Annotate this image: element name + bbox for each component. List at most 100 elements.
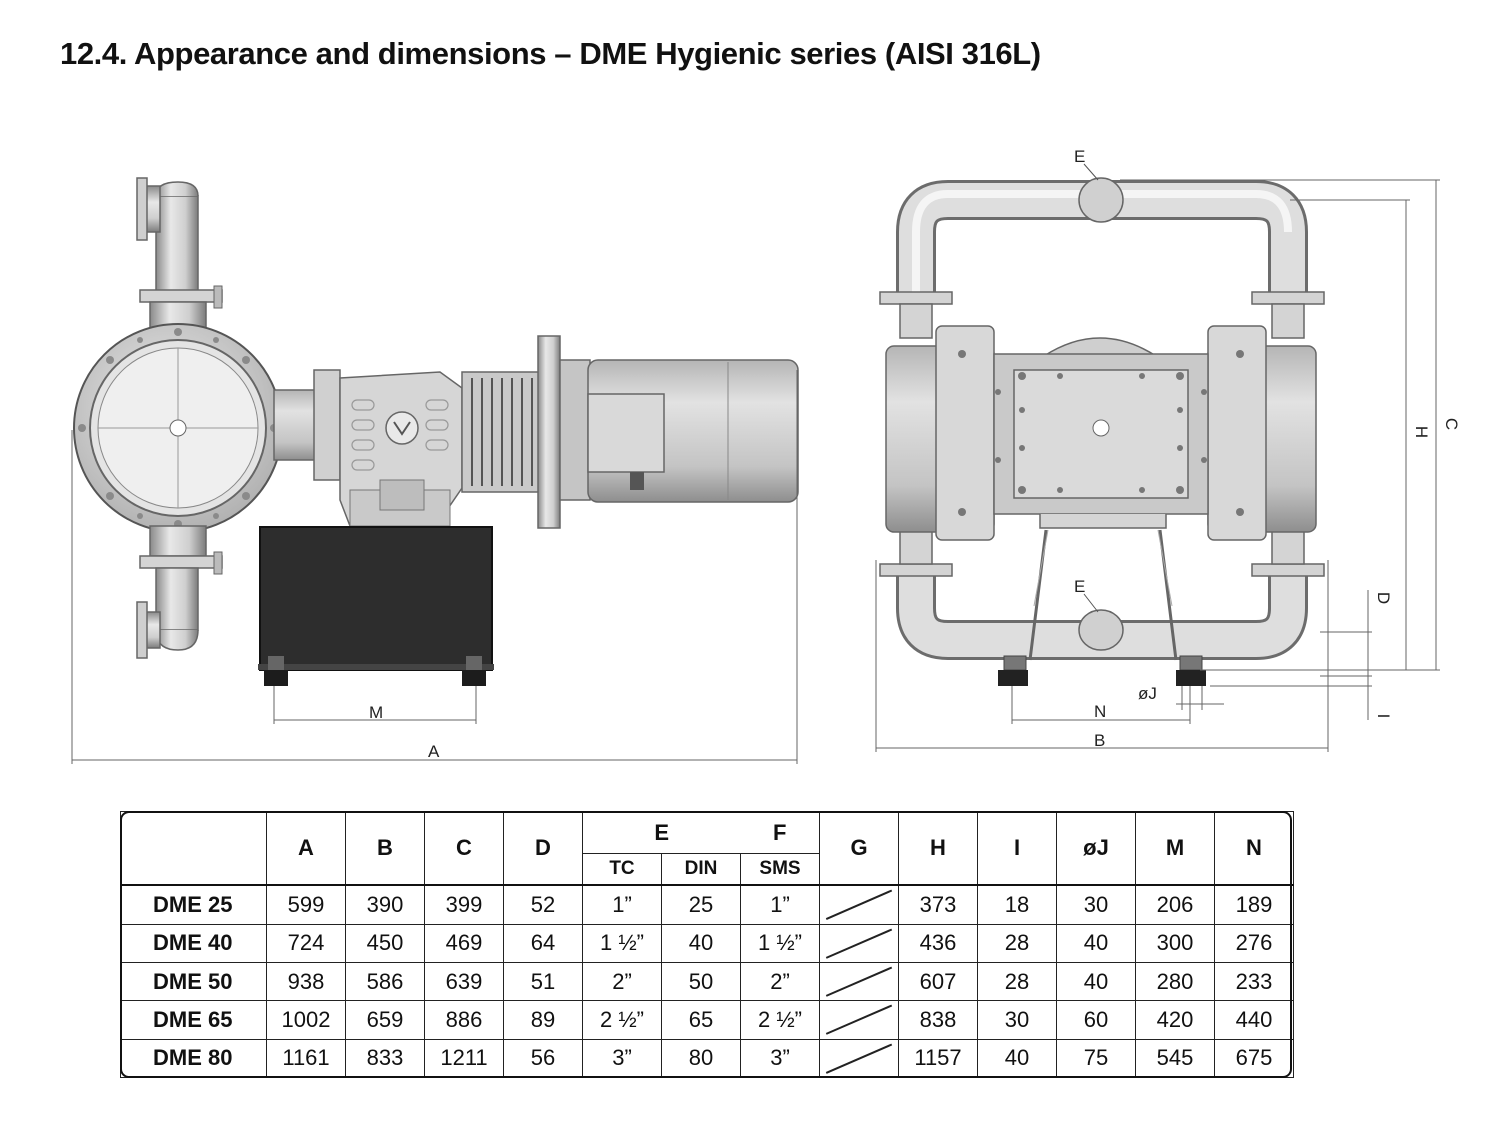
subheader-din: DIN — [661, 853, 741, 886]
cell-d: 52 — [503, 884, 583, 925]
model-cell: DME 80 — [120, 1038, 267, 1079]
model-cell: DME 65 — [120, 1000, 267, 1040]
cell-g-na — [819, 1038, 899, 1079]
model-cell: DME 25 — [120, 884, 267, 925]
cell-din: 50 — [661, 961, 741, 1002]
dimension-label-j: øJ — [1138, 684, 1157, 703]
dimension-label-e-bottom: E — [1074, 577, 1085, 596]
header-c: C — [424, 811, 504, 886]
cell-m: 280 — [1135, 961, 1215, 1002]
dimension-label-m: M — [369, 703, 383, 722]
cell-tc: 2 ½” — [582, 1000, 662, 1040]
cell-g-na — [819, 923, 899, 963]
cell-sms: 3” — [740, 1038, 820, 1079]
subheader-tc: TC — [582, 853, 662, 886]
cell-j: 40 — [1056, 923, 1136, 963]
model-cell: DME 50 — [120, 961, 267, 1002]
dimension-label-c: C — [1442, 418, 1461, 430]
cell-c: 886 — [424, 1000, 504, 1040]
cell-tc: 1 ½” — [582, 923, 662, 963]
cell-d: 51 — [503, 961, 583, 1002]
cell-c: 639 — [424, 961, 504, 1002]
cell-tc: 3” — [582, 1038, 662, 1079]
cell-a: 1161 — [266, 1038, 346, 1079]
cell-b: 659 — [345, 1000, 425, 1040]
cell-din: 65 — [661, 1000, 741, 1040]
table-row: DME 25 599 390 399 52 1” 25 1” 373 18 30… — [120, 884, 1294, 925]
cell-j: 60 — [1056, 1000, 1136, 1040]
cell-m: 545 — [1135, 1038, 1215, 1079]
table-row: DME 50 938 586 639 51 2” 50 2” 607 28 40… — [120, 961, 1294, 1002]
cell-c: 399 — [424, 884, 504, 925]
table-row: DME 80 1161 833 1211 56 3” 80 3” 1157 40… — [120, 1038, 1294, 1079]
cell-i: 30 — [977, 1000, 1057, 1040]
header-h: H — [898, 811, 978, 886]
cell-din: 80 — [661, 1038, 741, 1079]
cell-i: 28 — [977, 961, 1057, 1002]
header-f: F — [740, 811, 820, 854]
front-view: E E N øJ B H — [875, 147, 1461, 752]
header-n: N — [1214, 811, 1294, 886]
cell-d: 56 — [503, 1038, 583, 1079]
cell-b: 450 — [345, 923, 425, 963]
cell-n: 675 — [1214, 1038, 1294, 1079]
cell-g-na — [819, 961, 899, 1002]
cell-b: 833 — [345, 1038, 425, 1079]
cell-sms: 2” — [740, 961, 820, 1002]
cell-j: 40 — [1056, 961, 1136, 1002]
header-d: D — [503, 811, 583, 886]
cell-tc: 1” — [582, 884, 662, 925]
cell-g-na — [819, 1000, 899, 1040]
dimension-label-d: D — [1374, 592, 1393, 604]
cell-h: 607 — [898, 961, 978, 1002]
cell-c: 469 — [424, 923, 504, 963]
cell-d: 89 — [503, 1000, 583, 1040]
pump-dimension-drawing: M A — [71, 147, 1461, 764]
cell-m: 420 — [1135, 1000, 1215, 1040]
cell-h: 436 — [898, 923, 978, 963]
dimension-label-a: A — [428, 742, 440, 761]
cell-i: 28 — [977, 923, 1057, 963]
cell-c: 1211 — [424, 1038, 504, 1079]
cell-sms: 1” — [740, 884, 820, 925]
header-e: E — [582, 811, 741, 854]
cell-j: 75 — [1056, 1038, 1136, 1079]
cell-m: 206 — [1135, 884, 1215, 925]
cell-h: 373 — [898, 884, 978, 925]
page-title: 12.4. Appearance and dimensions – DME Hy… — [60, 36, 1041, 71]
model-cell: DME 40 — [120, 923, 267, 963]
header-g: G — [819, 811, 899, 886]
header-m: M — [1135, 811, 1215, 886]
cell-a: 724 — [266, 923, 346, 963]
header-i: I — [977, 811, 1057, 886]
cell-din: 40 — [661, 923, 741, 963]
cell-n: 440 — [1214, 1000, 1294, 1040]
cell-h: 838 — [898, 1000, 978, 1040]
cell-i: 18 — [977, 884, 1057, 925]
cell-b: 586 — [345, 961, 425, 1002]
table-row: DME 65 1002 659 886 89 2 ½” 65 2 ½” 838 … — [120, 1000, 1294, 1040]
cell-m: 300 — [1135, 923, 1215, 963]
side-view: M A — [71, 177, 799, 764]
cell-b: 390 — [345, 884, 425, 925]
dimension-label-h: H — [1412, 426, 1431, 438]
subheader-sms: SMS — [740, 853, 820, 886]
header-a: A — [266, 811, 346, 886]
cell-a: 599 — [266, 884, 346, 925]
dimension-label-b: B — [1094, 731, 1105, 750]
dimensions-table: A B C D E F G H I øJ M N TC DIN SMS DME … — [120, 811, 1294, 1079]
dimension-label-n: N — [1094, 702, 1106, 721]
cell-n: 189 — [1214, 884, 1294, 925]
header-corner — [120, 811, 267, 886]
cell-i: 40 — [977, 1038, 1057, 1079]
cell-tc: 2” — [582, 961, 662, 1002]
cell-d: 64 — [503, 923, 583, 963]
cell-j: 30 — [1056, 884, 1136, 925]
cell-n: 276 — [1214, 923, 1294, 963]
header-j: øJ — [1056, 811, 1136, 886]
cell-a: 1002 — [266, 1000, 346, 1040]
dimension-label-i: I — [1374, 714, 1393, 719]
cell-sms: 2 ½” — [740, 1000, 820, 1040]
cell-n: 233 — [1214, 961, 1294, 1002]
header-b: B — [345, 811, 425, 886]
